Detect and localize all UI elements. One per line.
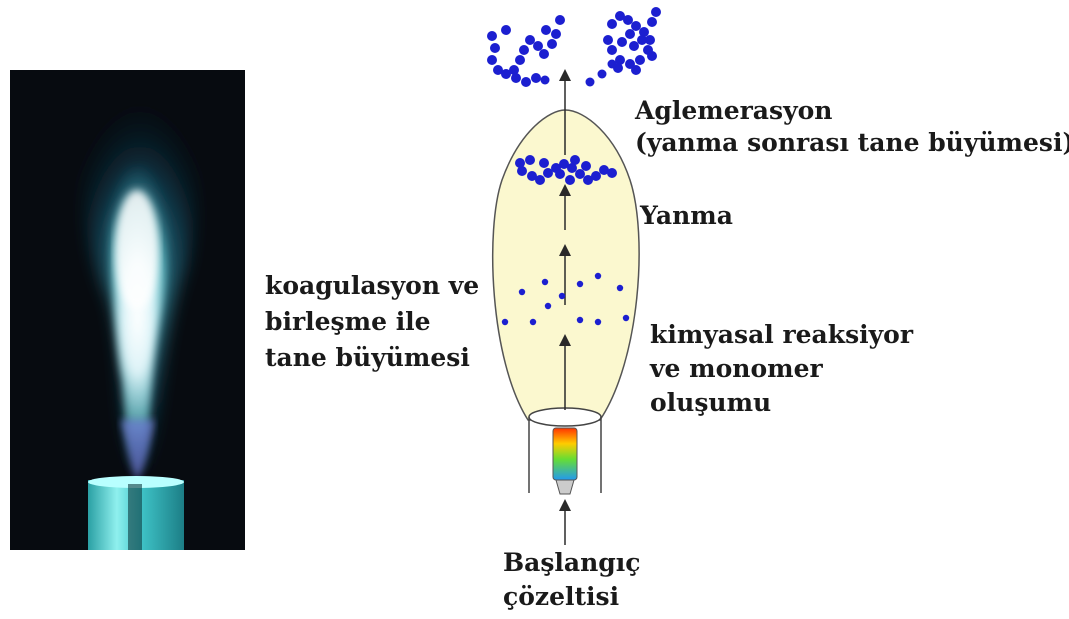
particle-monomer-7 bbox=[530, 319, 536, 325]
label-agglomeration: Aglemerasyon (yanma sonrası tane büyümes… bbox=[635, 95, 1069, 159]
particle-aggRight-17 bbox=[645, 35, 655, 45]
particle-chain-15 bbox=[565, 175, 575, 185]
particle-monomer-6 bbox=[502, 319, 508, 325]
particle-aggLeft-10 bbox=[539, 49, 549, 59]
particle-chain-17 bbox=[539, 158, 549, 168]
particle-aggLeft-6 bbox=[515, 55, 525, 65]
particle-aggLeft-9 bbox=[533, 41, 543, 51]
particle-aggLeft-7 bbox=[519, 45, 529, 55]
particle-stray-1 bbox=[598, 70, 607, 79]
particle-aggLeft-14 bbox=[511, 73, 521, 83]
particle-monomer-4 bbox=[595, 273, 601, 279]
particle-chain-16 bbox=[581, 161, 591, 171]
label-agglomeration-line-1: Aglemerasyon bbox=[635, 95, 1069, 127]
particle-aggLeft-8 bbox=[525, 35, 535, 45]
flame-schematic bbox=[487, 7, 661, 545]
particle-chain-11 bbox=[607, 168, 617, 178]
flame-photo bbox=[10, 70, 245, 550]
particle-aggLeft-15 bbox=[521, 77, 531, 87]
particle-monomer-5 bbox=[617, 285, 623, 291]
particle-aggRight-2 bbox=[623, 15, 633, 25]
particle-chain-9 bbox=[591, 171, 601, 181]
particle-aggRight-18 bbox=[631, 65, 641, 75]
particle-stray-3 bbox=[608, 60, 617, 69]
particle-aggRight-14 bbox=[629, 41, 639, 51]
particle-stray-2 bbox=[541, 76, 550, 85]
particle-aggLeft-2 bbox=[487, 55, 497, 65]
particle-chain-12 bbox=[515, 158, 525, 168]
particle-aggLeft-0 bbox=[487, 31, 497, 41]
label-agglomeration-line-2: (yanma sonrası tane büyümesi) bbox=[635, 127, 1069, 159]
label-coagulation-line-3: tane büyümesi bbox=[265, 340, 479, 376]
particle-aggLeft-11 bbox=[547, 39, 557, 49]
flame-shape bbox=[493, 110, 639, 420]
particle-chain-13 bbox=[525, 155, 535, 165]
particle-monomer-1 bbox=[542, 279, 548, 285]
label-precursor: Başlangıç çözeltisi bbox=[503, 546, 640, 614]
label-precursor-line-2: çözeltisi bbox=[503, 580, 640, 614]
particle-aggLeft-12 bbox=[551, 29, 561, 39]
particle-chain-14 bbox=[555, 169, 565, 179]
particle-aggRight-6 bbox=[651, 7, 661, 17]
label-coagulation: koagulasyon ve birleşme ile tane büyümes… bbox=[265, 268, 479, 376]
particle-stray-0 bbox=[586, 78, 595, 87]
particle-chain-7 bbox=[575, 169, 585, 179]
particle-aggLeft-18 bbox=[501, 25, 511, 35]
particle-monomer-2 bbox=[559, 293, 565, 299]
label-reaction-line-2: ve monomer bbox=[650, 352, 913, 386]
particle-aggLeft-17 bbox=[555, 15, 565, 25]
particle-aggRight-20 bbox=[647, 51, 657, 61]
particle-aggRight-0 bbox=[607, 19, 617, 29]
particle-monomer-9 bbox=[577, 317, 583, 323]
particle-aggRight-13 bbox=[617, 37, 627, 47]
particle-monomer-10 bbox=[595, 319, 601, 325]
particle-aggLeft-1 bbox=[490, 43, 500, 53]
particle-monomer-3 bbox=[577, 281, 583, 287]
particle-monomer-8 bbox=[545, 303, 551, 309]
particle-monomer-0 bbox=[519, 289, 525, 295]
particle-aggRight-5 bbox=[647, 17, 657, 27]
particle-chain-2 bbox=[535, 175, 545, 185]
particle-aggLeft-13 bbox=[541, 25, 551, 35]
particle-aggRight-16 bbox=[625, 29, 635, 39]
label-coagulation-line-1: koagulasyon ve bbox=[265, 268, 479, 304]
particle-chain-18 bbox=[570, 155, 580, 165]
label-coagulation-line-2: birleşme ile bbox=[265, 304, 479, 340]
nozzle-icon bbox=[529, 408, 601, 494]
label-reaction-line-1: kimyasal reaksiyor bbox=[650, 318, 913, 352]
particle-monomer-11 bbox=[623, 315, 629, 321]
particle-aggLeft-16 bbox=[531, 73, 541, 83]
label-reaction: kimyasal reaksiyor ve monomer oluşumu bbox=[650, 318, 913, 420]
flame-hot-spot bbox=[115, 190, 159, 310]
particle-aggRight-12 bbox=[603, 35, 613, 45]
particle-aggRight-8 bbox=[635, 55, 645, 65]
particle-aggRight-3 bbox=[631, 21, 641, 31]
particle-aggRight-11 bbox=[607, 45, 617, 55]
label-precursor-line-1: Başlangıç bbox=[503, 546, 640, 580]
label-combustion: Yanma bbox=[640, 200, 733, 232]
burner-inner bbox=[128, 484, 142, 550]
label-reaction-line-3: oluşumu bbox=[650, 386, 913, 420]
